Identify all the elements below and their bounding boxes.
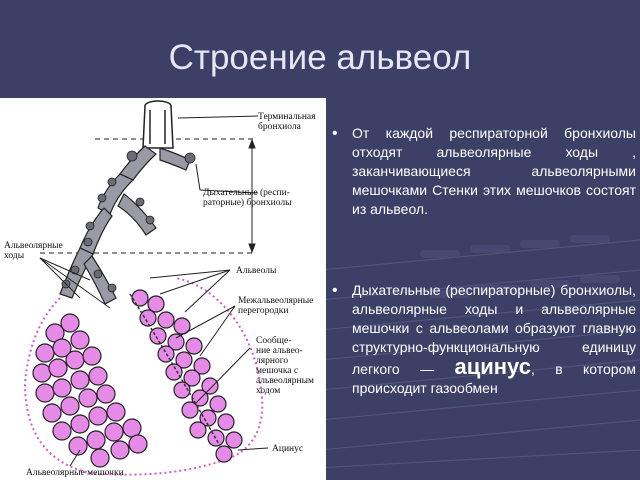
- label-alveolar-sacs: Альвеолярные мешочки: [26, 468, 124, 478]
- bullet-dot-icon: •: [332, 125, 338, 142]
- bullet-text: От каждой респираторной бронхиолы отходя…: [352, 125, 636, 217]
- label-interalveolar-septa: Межальвеолярные перегородки: [238, 296, 314, 316]
- acinus-highlight: ацинус: [454, 354, 531, 379]
- label-sac-duct-communication: Сообще- ние альвео- лярного мешочка с ал…: [256, 336, 314, 396]
- alveoli-diagram: Терминальная бронхиола Дыхательные (респ…: [0, 98, 326, 480]
- bullet-text-end: , в котором происходит газообмен: [352, 361, 637, 396]
- label-respiratory-bronchioles: Дыхательные (респи- раторные) бронхиолы: [203, 188, 292, 208]
- bullet-text: Дыхательные (респираторные) бронхиолы, а…: [352, 282, 636, 377]
- alveoli-illustration: [23, 100, 269, 476]
- label-terminal-bronchiole: Терминальная бронхиола: [258, 112, 316, 132]
- bullet-item: • Дыхательные (респираторные) бронхиолы,…: [330, 281, 636, 398]
- bullet-item: • От каждой респираторной бронхиолы отхо…: [330, 124, 636, 219]
- bullet-list: • От каждой респираторной бронхиолы отхо…: [330, 124, 636, 398]
- bullet-dot-icon: •: [332, 282, 338, 299]
- slide-title: Строение альвеол: [168, 38, 472, 77]
- label-alveoli: Альвеолы: [236, 266, 277, 276]
- label-alveolar-ducts: Альвеолярные ходы: [4, 241, 63, 261]
- label-acinus: Ацинус: [272, 444, 304, 454]
